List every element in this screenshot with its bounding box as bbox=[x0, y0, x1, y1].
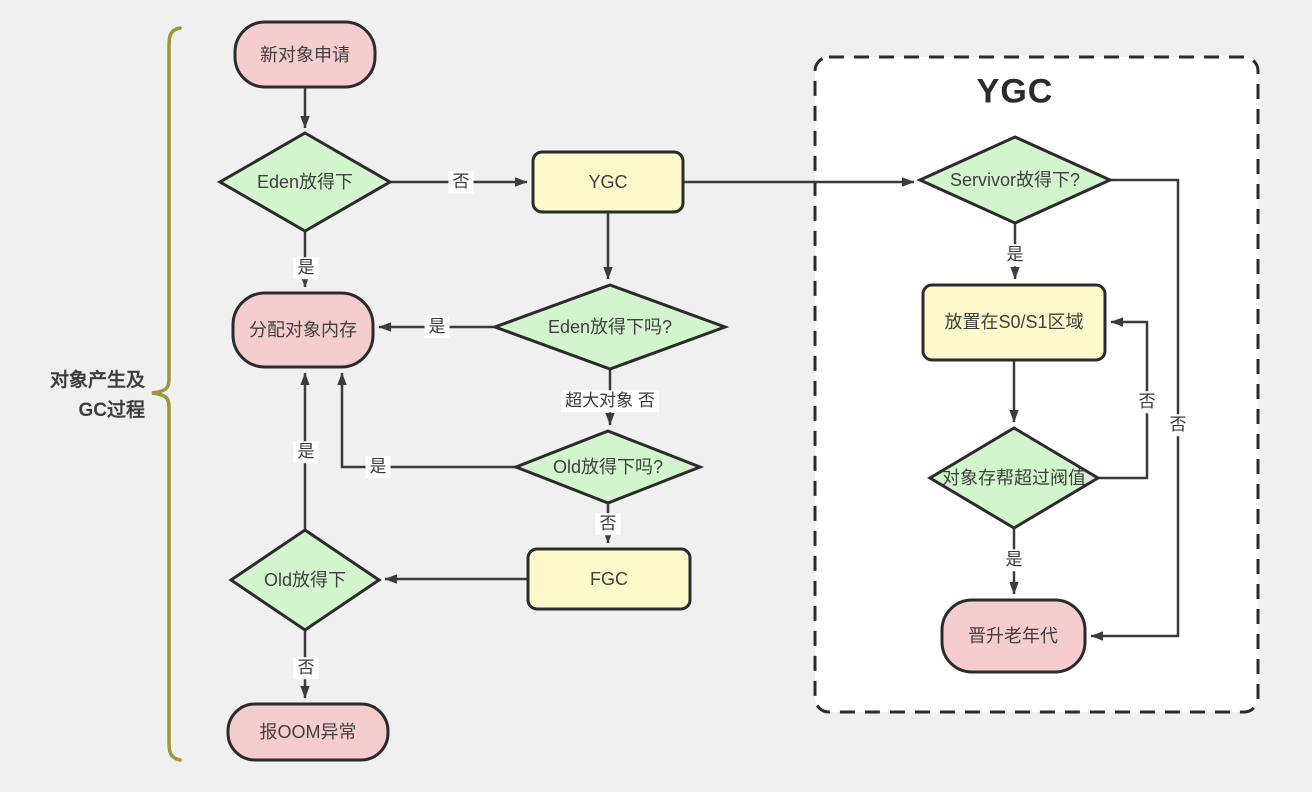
node-fgc-shape bbox=[526, 547, 692, 611]
node-old-fit-label: Old放得下 bbox=[263, 569, 347, 590]
node-fgc-label: FGC bbox=[590, 568, 628, 589]
node-s0s1-shape bbox=[921, 283, 1107, 362]
edge-label-threshold-no: 否 bbox=[1134, 391, 1160, 413]
node-old-fit-shape bbox=[228, 528, 382, 632]
node-start-label: 新对象申请 bbox=[260, 44, 350, 65]
node-promote-shape bbox=[940, 598, 1087, 674]
edge-label-old-yes: 是 bbox=[293, 441, 319, 463]
node-survivor-fit-shape bbox=[916, 135, 1114, 225]
node-eden-fit-q-label: Eden放得下吗? bbox=[547, 316, 673, 337]
ygc-group-box bbox=[813, 55, 1260, 714]
edge-oldq-yes-to-alloc bbox=[337, 372, 516, 469]
edge-label-survivor-no: 否 bbox=[1165, 414, 1191, 436]
node-oom-shape bbox=[226, 702, 390, 762]
node-age-threshold-label: 对象存帮超过阀值 bbox=[942, 467, 1086, 488]
node-eden-fit-label: Eden放得下 bbox=[256, 171, 354, 192]
node-ygc-shape bbox=[531, 150, 685, 214]
edge-label-old-no: 否 bbox=[293, 657, 319, 679]
left-brace bbox=[151, 26, 182, 762]
node-s0s1-label: 放置在S0/S1区域 bbox=[944, 311, 1084, 332]
node-oom-label: 报OOM异常 bbox=[259, 721, 357, 742]
edge-survivor-no-to-promote bbox=[1090, 178, 1180, 641]
node-ygc-label: YGC bbox=[588, 171, 628, 192]
edge-label-old-q-no: 否 bbox=[595, 513, 621, 535]
node-alloc-label: 分配对象内存 bbox=[249, 319, 357, 340]
edge-label-old-q-yes: 是 bbox=[365, 456, 391, 478]
node-promote-label: 晋升老年代 bbox=[968, 625, 1058, 646]
diagram-side-label: 对象产生及 GC过程 bbox=[28, 366, 145, 426]
edge-label-eden-q-yes: 是 bbox=[424, 316, 450, 338]
node-survivor-fit-label: Servivor故得下? bbox=[949, 169, 1081, 190]
edge-label-threshold-yes: 是 bbox=[1001, 549, 1027, 571]
edge-label-eden-yes: 是 bbox=[293, 257, 319, 279]
side-label-line1: 对象产生及 bbox=[49, 370, 145, 391]
edge-label-survivor-yes: 是 bbox=[1002, 244, 1028, 266]
edge-label-huge-object-no: 超大对象 否 bbox=[561, 390, 659, 412]
node-alloc-shape bbox=[231, 291, 375, 369]
node-start-shape bbox=[233, 20, 377, 89]
node-eden-fit-q-shape bbox=[490, 283, 730, 371]
node-age-threshold-shape bbox=[927, 426, 1101, 530]
ygc-group-title: YGC bbox=[976, 72, 1054, 111]
node-old-fit-q-shape bbox=[511, 429, 705, 505]
side-label-line2: GC过程 bbox=[78, 400, 145, 421]
node-old-fit-q-label: Old放得下吗? bbox=[552, 456, 664, 477]
edge-label-eden-no: 否 bbox=[448, 171, 474, 193]
node-eden-fit-shape bbox=[216, 131, 394, 233]
